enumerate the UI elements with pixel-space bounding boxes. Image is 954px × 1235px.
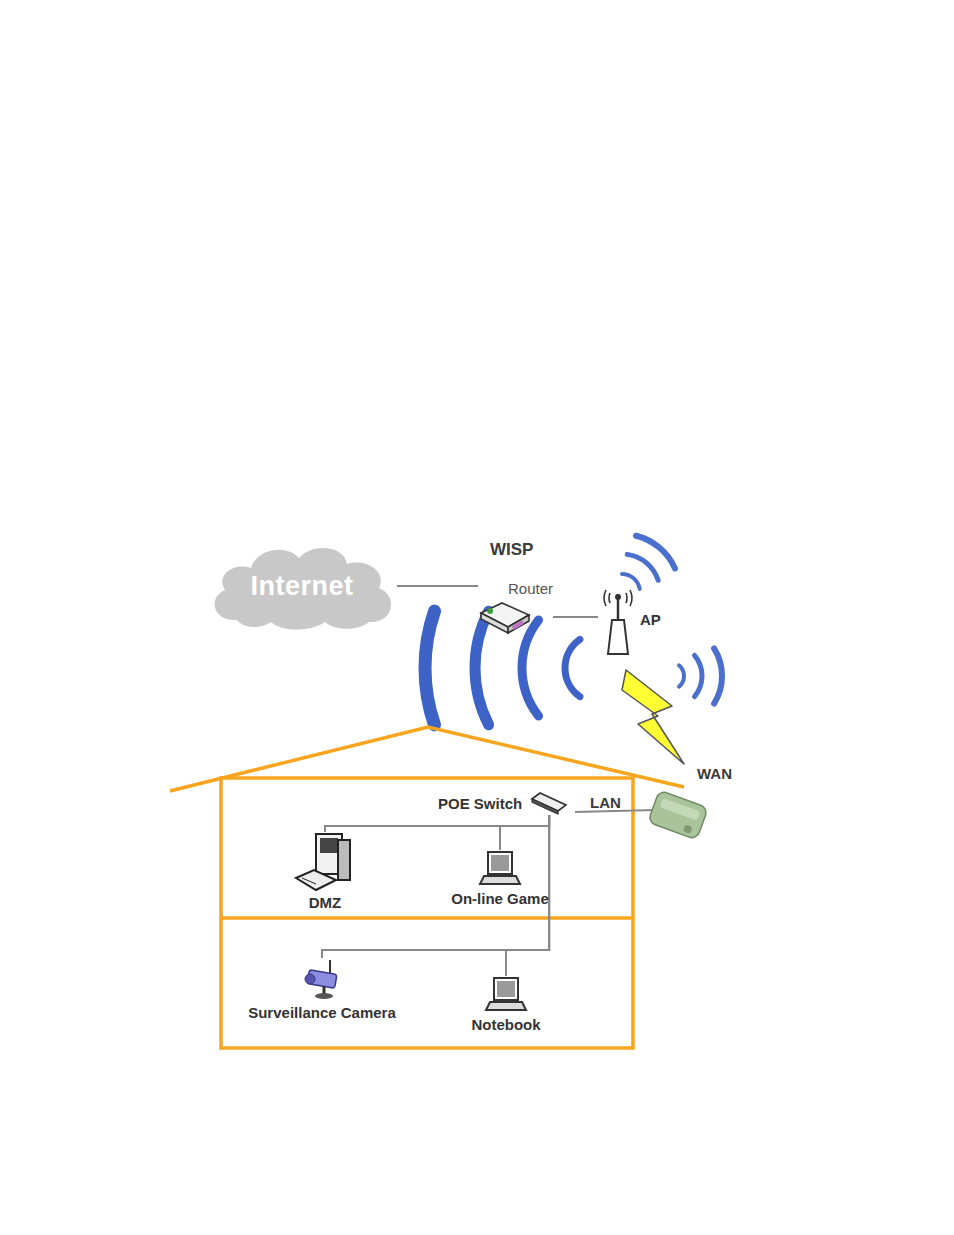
- network-cable: [322, 815, 549, 958]
- camera-node: Surveillance Camera: [248, 958, 396, 1021]
- wave-arc: [636, 536, 675, 569]
- laptop-node: On-line Game: [451, 850, 549, 907]
- sw-icon: [530, 791, 568, 815]
- network-cable: [325, 815, 549, 832]
- network-label: WISP: [490, 540, 533, 560]
- switch-node: POE Switch: [438, 791, 568, 815]
- cpe-device: [648, 790, 708, 840]
- wave-arc: [679, 665, 684, 686]
- router-node: Router: [478, 580, 553, 635]
- wave-arc: [565, 639, 580, 696]
- wave-arc: [627, 554, 658, 580]
- device-label: Surveillance Camera: [248, 1004, 396, 1021]
- desktop-node: DMZ: [292, 832, 358, 911]
- ap-icon: [598, 580, 638, 658]
- cam-icon: [300, 958, 344, 1002]
- network-label: LAN: [590, 794, 621, 811]
- network-label: WAN: [697, 765, 732, 782]
- wave-arc: [622, 574, 640, 589]
- wave-arc: [475, 611, 489, 724]
- laptop-icon: [478, 850, 522, 888]
- network-cable: [500, 815, 549, 850]
- device-label: Internet: [250, 571, 353, 602]
- wave-arc: [695, 655, 702, 696]
- device-label: On-line Game: [451, 890, 549, 907]
- lightning-bolt: [622, 670, 684, 764]
- network-cable: [397, 585, 478, 587]
- device-label: AP: [640, 611, 661, 628]
- access-point-node: AP: [598, 580, 661, 658]
- radio-waves: [425, 536, 722, 725]
- laptop-node: Notebook: [471, 976, 540, 1033]
- network-cable: [553, 616, 598, 618]
- wave-arc: [714, 648, 722, 703]
- device-label: POE Switch: [438, 795, 522, 812]
- laptop-icon: [484, 976, 528, 1014]
- house-outline: [170, 727, 684, 1048]
- device-label: Notebook: [471, 1016, 540, 1033]
- device-label: DMZ: [309, 894, 342, 911]
- cloud-node: Internet: [207, 540, 397, 632]
- device-label: Router: [478, 580, 553, 597]
- router-icon: [478, 599, 532, 635]
- wave-arc: [425, 611, 435, 725]
- pc-icon: [292, 832, 358, 892]
- wave-arc: [522, 620, 539, 716]
